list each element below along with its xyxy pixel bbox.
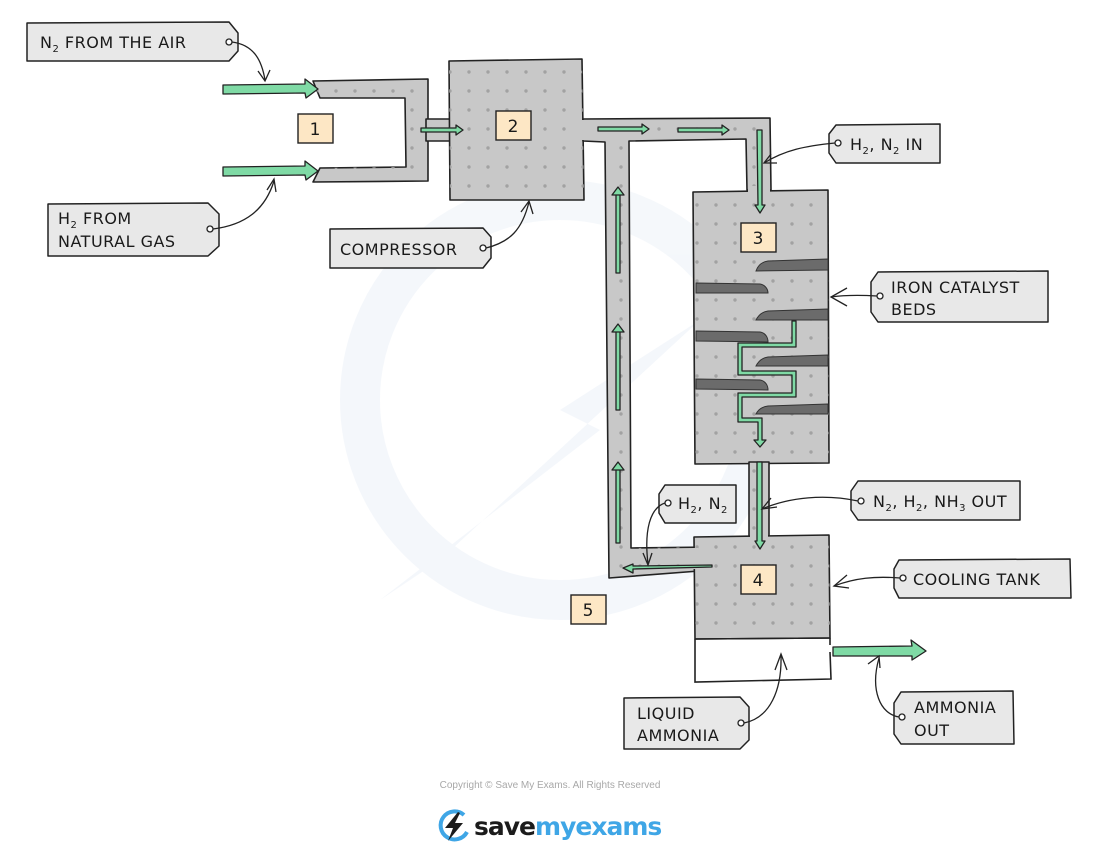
svg-text:4: 4	[753, 571, 764, 591]
flow-arrow-to-compressor	[420, 124, 464, 136]
label-n2-h2-nh3-out: N2, H2, NH3 OUT	[760, 480, 1021, 521]
flow-arrow-through-beds	[737, 320, 797, 448]
flow-arrow-recycle-up-1	[611, 461, 625, 544]
svg-text:H2, N2 IN: H2, N2 IN	[850, 135, 923, 157]
label-liquid-ammonia: LIQUID AMMONIA	[623, 652, 788, 750]
flow-arrow-h2-in	[222, 160, 319, 181]
svg-text:2: 2	[508, 117, 519, 137]
stage-number-2: 2	[495, 110, 532, 141]
svg-text:NATURAL GAS: NATURAL GAS	[58, 232, 176, 251]
flow-arrow-down-to-reactor	[754, 129, 766, 214]
flow-arrow-recycle-up-3	[611, 186, 625, 274]
stage-number-4: 4	[740, 564, 777, 595]
svg-text:3: 3	[753, 229, 764, 249]
label-h2-n2-recycle: H2, N2	[642, 484, 737, 567]
svg-text:COMPRESSOR: COMPRESSOR	[340, 240, 457, 259]
svg-text:COOLING TANK: COOLING TANK	[913, 570, 1040, 589]
svg-text:1: 1	[310, 120, 321, 140]
lightning-bolt-icon	[438, 809, 469, 842]
catalyst-beds	[695, 258, 829, 415]
flow-arrow-n2-in	[222, 78, 319, 99]
stage-number-3: 3	[740, 222, 777, 253]
label-n2-from-air: N2 FROM THE AIR	[26, 21, 271, 83]
flow-arrow-out-compressor	[597, 123, 650, 135]
svg-text:H2, N2: H2, N2	[678, 494, 728, 516]
svg-text:5: 5	[583, 601, 594, 621]
liquid-ammonia-sump	[694, 638, 832, 683]
label-cooling-tank: COOLING TANK	[832, 558, 1072, 599]
label-h2-from-natural-gas: H2 FROM NATURAL GAS	[47, 177, 277, 257]
svg-text:N2 FROM THE AIR: N2 FROM THE AIR	[40, 33, 187, 55]
flow-arrow-recycle-up-2	[611, 323, 625, 411]
save-my-exams-logo[interactable]: savemyexams	[436, 806, 662, 846]
svg-text:LIQUID: LIQUID	[637, 704, 695, 723]
copyright-notice: Copyright © Save My Exams. All Rights Re…	[439, 780, 661, 791]
flow-arrows	[222, 78, 927, 661]
svg-text:IRON CATALYST: IRON CATALYST	[891, 278, 1020, 297]
svg-text:N2, H2, NH3 OUT: N2, H2, NH3 OUT	[873, 492, 1007, 514]
flow-arrow-reactor-to-cooling	[754, 461, 766, 550]
stage-number-1: 1	[297, 113, 334, 144]
flow-arrow-top-pipe	[677, 124, 730, 136]
svg-text:AMMONIA: AMMONIA	[637, 726, 719, 745]
label-compressor: COMPRESSOR	[329, 199, 534, 269]
stage-number-5: 5	[570, 594, 607, 625]
label-h2-n2-in: H2, N2 IN	[762, 123, 941, 164]
label-iron-catalyst-beds: IRON CATALYST BEDS	[829, 270, 1049, 323]
flow-arrow-ammonia-out	[832, 639, 927, 661]
flow-arrow-recycle-left	[622, 563, 713, 574]
svg-text:AMMONIA: AMMONIA	[914, 698, 996, 717]
svg-text:OUT: OUT	[914, 721, 950, 740]
svg-text:H2 FROM: H2 FROM	[58, 209, 132, 231]
label-ammonia-out: AMMONIA OUT	[867, 654, 1015, 745]
svg-text:BEDS: BEDS	[891, 300, 937, 319]
